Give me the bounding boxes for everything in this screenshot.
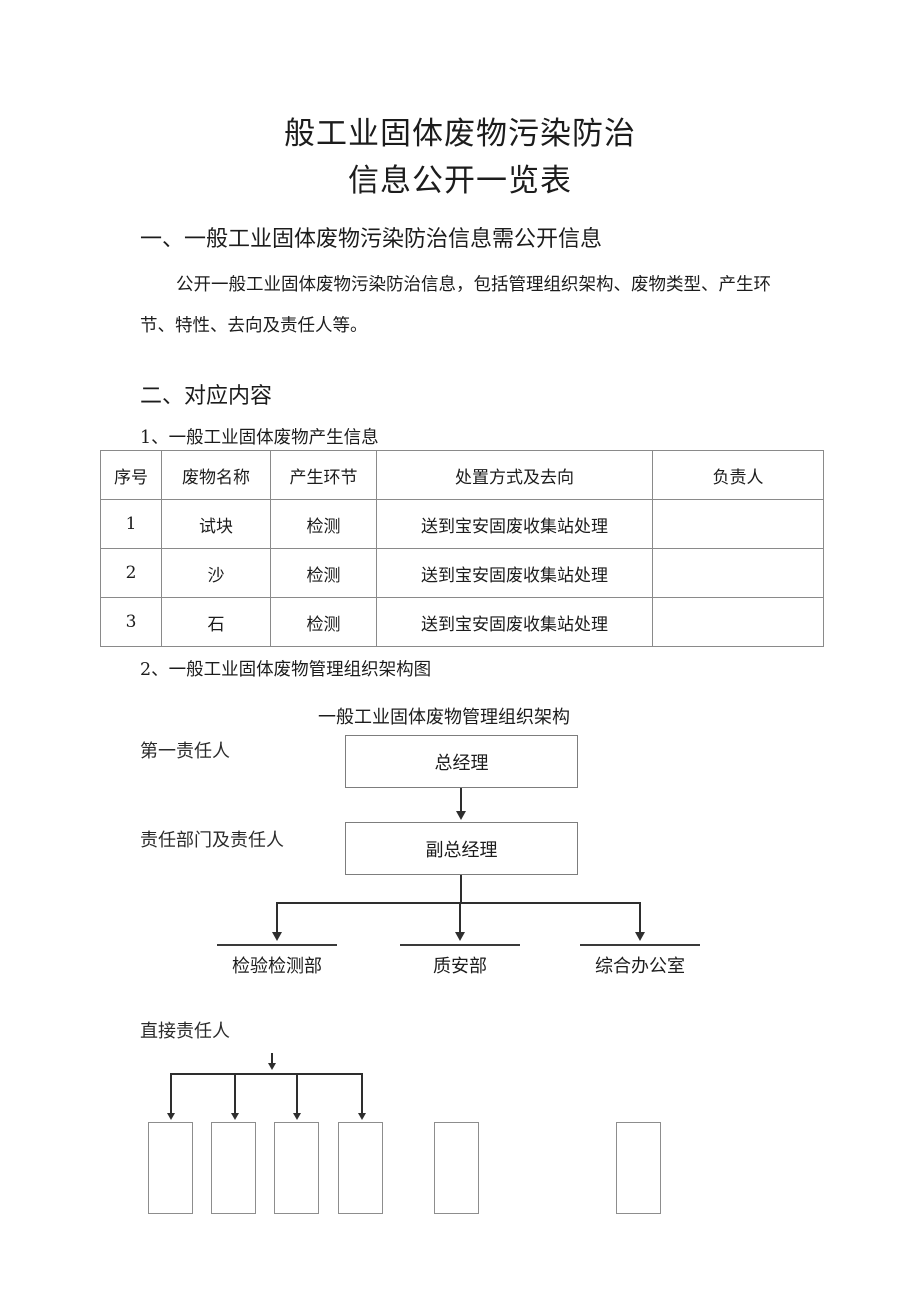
- table-header-owner: 负责人: [652, 450, 824, 500]
- cell-stage: 检测: [270, 499, 377, 549]
- org-node-general-manager: 总经理: [345, 735, 578, 788]
- connector-drop-direct-3: [296, 1073, 298, 1118]
- org-node-direct-4: [338, 1122, 383, 1214]
- table-header-name: 废物名称: [161, 450, 271, 500]
- cell-stage: 检测: [270, 597, 377, 647]
- section-1-paragraph: 公开一般工业固体废物污染防治信息，包括管理组织架构、废物类型、产生环节、特性、去…: [140, 275, 771, 336]
- arrow-down-icon: [167, 1113, 175, 1120]
- cell-name: 石: [161, 597, 271, 647]
- connector-vgm-stem: [460, 875, 462, 903]
- cell-stage: 检测: [270, 548, 377, 598]
- org-row-label-responsible-departments: 责任部门及责任人: [140, 830, 284, 851]
- arrow-down-icon: [456, 811, 466, 820]
- org-row-label-direct-responsible: 直接责任人: [140, 1021, 230, 1042]
- cell-no: 2: [100, 548, 162, 598]
- table-header: 序号 废物名称 产生环节 处置方式及去向 负责人: [100, 450, 824, 500]
- connector-department-bus: [276, 902, 641, 904]
- cell-no: 1: [100, 499, 162, 549]
- org-node-department-2: 质安部: [433, 956, 487, 977]
- cell-owner: [652, 597, 824, 647]
- table-header-stage: 产生环节: [270, 450, 377, 500]
- subsection-1-heading: 1、一般工业固体废物产生信息: [140, 428, 379, 448]
- section-2-heading: 二、对应内容: [140, 384, 273, 409]
- cell-owner: [652, 499, 824, 549]
- table-body: 1 试块 检测 送到宝安固废收集站处理 2 沙 检测 送到宝安固废收集站处理 3…: [100, 499, 824, 647]
- cell-no: 3: [100, 597, 162, 647]
- connector-drop-dept-2: [459, 902, 461, 934]
- connector-drop-direct-1: [170, 1073, 172, 1118]
- org-node-department-1: 检验检测部: [232, 956, 322, 977]
- org-row-label-first-responsible: 第一责任人: [140, 741, 230, 762]
- org-node-direct-1: [148, 1122, 193, 1214]
- connector-direct-bus: [170, 1073, 363, 1075]
- document-title-line-2: 信息公开一览表: [348, 163, 572, 199]
- table-header-disposal: 处置方式及去向: [376, 450, 653, 500]
- cell-name: 试块: [161, 499, 271, 549]
- arrow-down-icon: [268, 1063, 276, 1070]
- waste-generation-table: 序号 废物名称 产生环节 处置方式及去向 负责人 1 试块 检测 送到宝安固废收…: [100, 450, 824, 647]
- cell-owner: [652, 548, 824, 598]
- arrow-down-icon: [635, 932, 645, 941]
- document-title-line-1: 般工业固体废物污染防治: [284, 116, 636, 152]
- cell-disposal: 送到宝安固废收集站处理: [376, 597, 653, 647]
- arrow-down-icon: [231, 1113, 239, 1120]
- dept-rule-1: [217, 944, 337, 946]
- org-node-direct-5: [434, 1122, 479, 1214]
- cell-disposal: 送到宝安固废收集站处理: [376, 548, 653, 598]
- org-node-direct-6: [616, 1122, 661, 1214]
- connector-drop-dept-3: [639, 902, 641, 934]
- section-1-heading: 一、一般工业固体废物污染防治信息需公开信息: [140, 227, 603, 252]
- connector-direct-stem: [271, 1053, 273, 1067]
- subsection-2-heading: 2、一般工业固体废物管理组织架构图: [140, 660, 432, 680]
- arrow-down-icon: [272, 932, 282, 941]
- table-header-no: 序号: [100, 450, 162, 500]
- table-row: 1 试块 检测 送到宝安固废收集站处理: [100, 499, 824, 549]
- dept-rule-2: [400, 944, 520, 946]
- arrow-down-icon: [293, 1113, 301, 1120]
- cell-disposal: 送到宝安固废收集站处理: [376, 499, 653, 549]
- org-chart-title: 一般工业固体废物管理组织架构: [318, 707, 570, 728]
- arrow-down-icon: [358, 1113, 366, 1120]
- connector-drop-direct-2: [234, 1073, 236, 1118]
- table-header-row: 序号 废物名称 产生环节 处置方式及去向 负责人: [100, 450, 824, 500]
- connector-gm-to-vgm-line: [460, 788, 462, 813]
- connector-drop-direct-4: [361, 1073, 363, 1118]
- connector-drop-dept-1: [276, 902, 278, 934]
- cell-name: 沙: [161, 548, 271, 598]
- table-row: 2 沙 检测 送到宝安固废收集站处理: [100, 548, 824, 598]
- table-row: 3 石 检测 送到宝安固废收集站处理: [100, 597, 824, 647]
- org-node-deputy-general-manager: 副总经理: [345, 822, 578, 875]
- org-node-direct-3: [274, 1122, 319, 1214]
- org-node-department-3: 综合办公室: [595, 956, 685, 977]
- org-node-direct-2: [211, 1122, 256, 1214]
- arrow-down-icon: [455, 932, 465, 941]
- dept-rule-3: [580, 944, 700, 946]
